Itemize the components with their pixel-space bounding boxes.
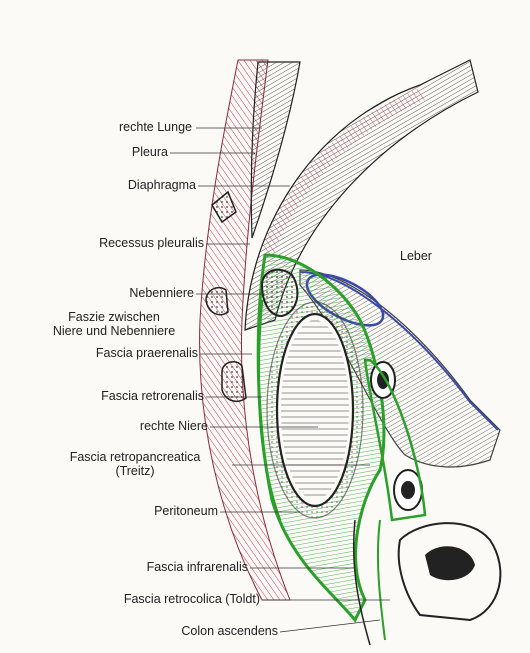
label-faszie-line2: Niere und Nebenniere (42, 325, 186, 338)
label-leber: Leber (400, 250, 432, 263)
label-fascia-retrorenalis: Fascia retrorenalis (101, 390, 204, 403)
label-fascia-praerenalis: Fascia praerenalis (96, 347, 198, 360)
label-fascia-retrocolica: Fascia retrocolica (Toldt) (124, 593, 260, 606)
label-fascia-retropancreatica-line1: Fascia retropancreatica (40, 451, 230, 464)
label-pleura: Pleura (132, 146, 168, 159)
peritoneum-line (378, 520, 385, 640)
rib-3 (222, 362, 246, 402)
label-fascia-retropancreatica-line2: (Treitz) (40, 465, 230, 478)
label-diaphragma: Diaphragma (128, 179, 196, 192)
kidney-hatch (281, 320, 349, 500)
vessel-2-inner (401, 481, 415, 499)
label-recessus-pleuralis: Recessus pleuralis (99, 237, 204, 250)
label-colon-ascendens: Colon ascendens (181, 625, 278, 638)
label-peritoneum: Peritoneum (154, 505, 218, 518)
label-nebenniere: Nebenniere (129, 287, 194, 300)
label-rechte-lunge: rechte Lunge (119, 121, 192, 134)
label-faszie-line1: Faszie zwischen (52, 311, 176, 324)
label-rechte-niere: rechte Niere (140, 420, 208, 433)
label-fascia-infrarenalis: Fascia infrarenalis (147, 561, 248, 574)
